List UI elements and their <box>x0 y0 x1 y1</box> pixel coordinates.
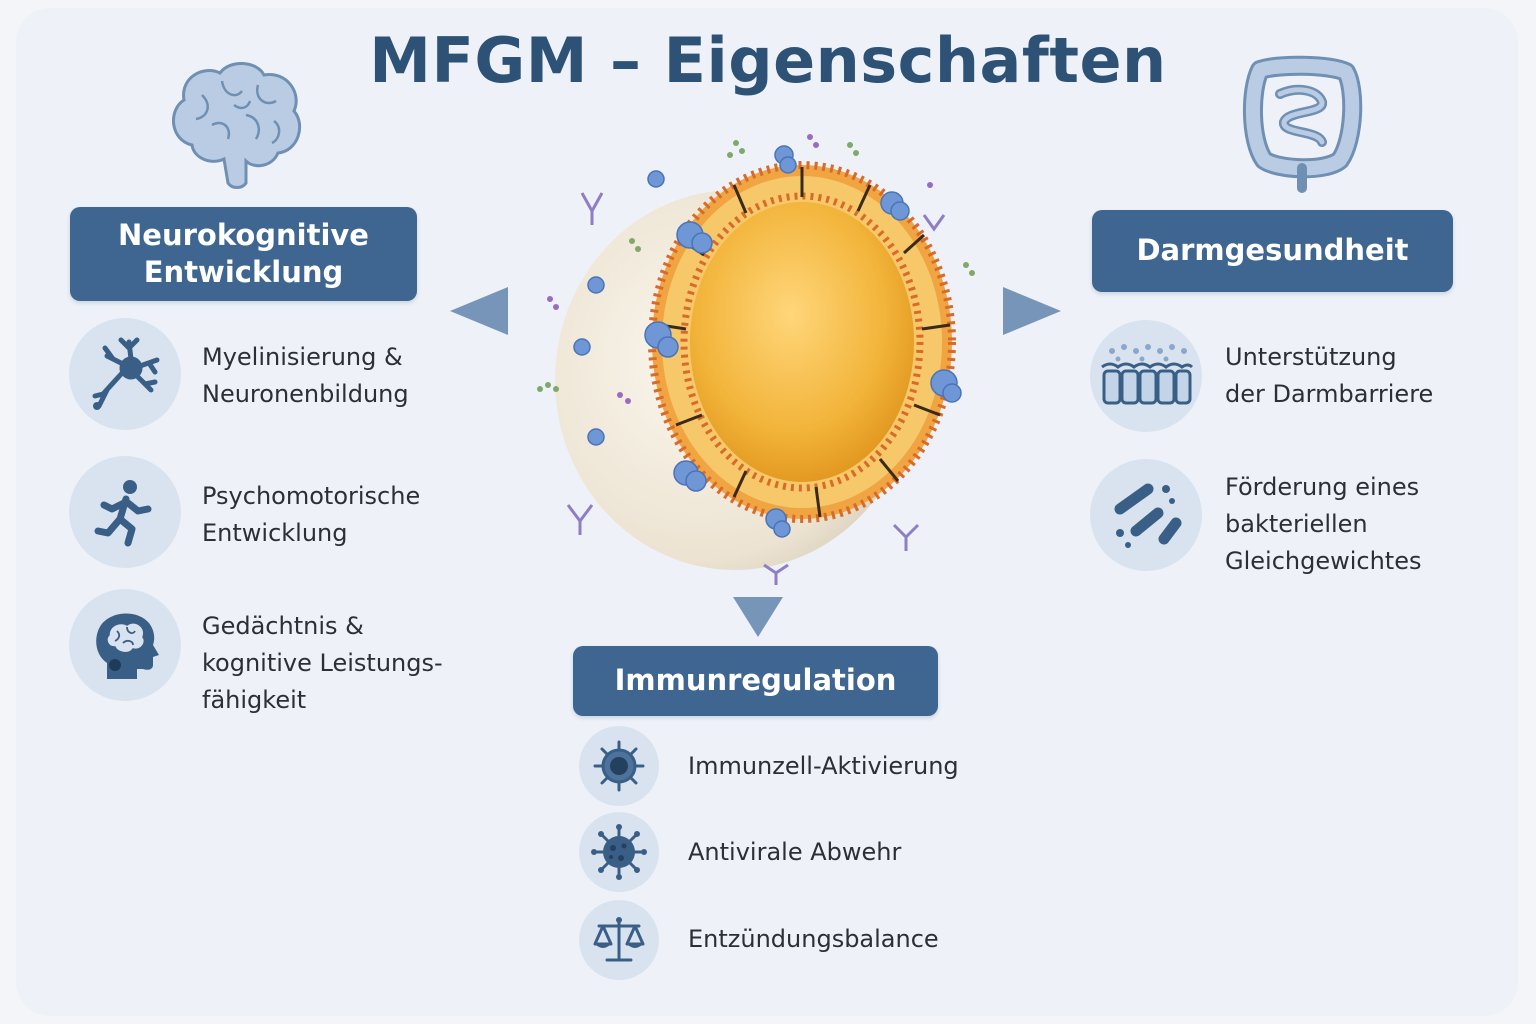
arrow-right-icon <box>1003 287 1061 335</box>
neuron-icon <box>69 318 181 430</box>
arrow-left-icon <box>450 287 508 335</box>
immun-item-label: Entzündungsbalance <box>688 925 939 953</box>
gut-barrier-icon <box>1090 320 1202 432</box>
neuro-item-label: Psychomotorische Entwicklung <box>202 482 421 547</box>
balance-scale-icon <box>579 900 659 980</box>
neuro-item-label: Gedächtnis & kognitive Leistungs- fähigk… <box>202 612 443 714</box>
mfgm-globule-illustration <box>520 125 990 595</box>
darm-item-label: Förderung eines bakteriellen Gleichgewic… <box>1225 473 1422 575</box>
intestine-icon <box>1238 50 1368 195</box>
immun-item-label: Immunzell-Aktivierung <box>688 752 959 780</box>
neuro-header: Neurokognitive Entwicklung <box>70 207 417 301</box>
bacteria-icon <box>1090 459 1202 571</box>
neuro-item-label: Myelinisierung & Neuronenbildung <box>202 343 409 408</box>
immune-cell-icon <box>579 726 659 806</box>
page-title: MFGM – Eigenschaften <box>369 24 1167 97</box>
darm-item-label: Unterstützung der Darmbarriere <box>1225 343 1434 408</box>
head-brain-icon <box>69 589 181 701</box>
virus-icon <box>579 812 659 892</box>
arrow-down-icon <box>733 597 783 637</box>
immun-item-label: Antivirale Abwehr <box>688 838 902 866</box>
darm-header: Darmgesundheit <box>1092 210 1453 292</box>
immun-header: Immunregulation <box>573 646 938 716</box>
running-person-icon <box>69 456 181 568</box>
brain-icon <box>162 55 307 190</box>
